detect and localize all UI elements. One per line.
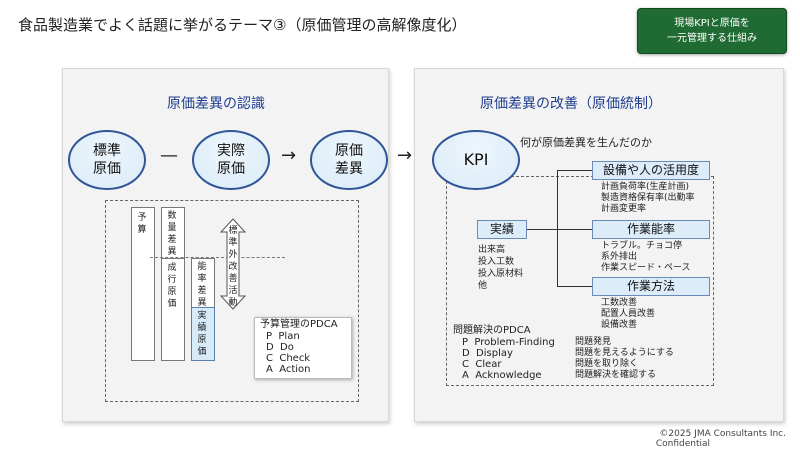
budget-pdca-item: C Check xyxy=(266,353,311,364)
category-item: 作業スピード・ペース xyxy=(601,263,691,273)
rate-variance-bar xyxy=(191,258,215,308)
problem-pdca-desc: 問題解決を確認する xyxy=(575,370,657,380)
theme-badge: 現場KPIと原価を 一元管理する仕組み xyxy=(637,8,787,54)
connector-line xyxy=(557,170,592,171)
results-item: 出来高 xyxy=(478,245,506,255)
problem-pdca-item: C Clear xyxy=(462,359,502,370)
theme-badge-text: 現場KPIと原価を 一元管理する仕組み xyxy=(667,18,757,44)
problem-pdca-title: 問題解決のPDCA xyxy=(453,325,531,336)
category-item: 配置人員改善 xyxy=(601,309,656,319)
category-item: 系外排出 xyxy=(601,252,638,262)
category-item: トラブル。チョコ停 xyxy=(601,241,683,251)
variance-improvement-panel xyxy=(414,68,784,422)
qty-variance-label: 数量差異 xyxy=(167,211,177,257)
budget-label: 予算 xyxy=(137,213,147,235)
standard-cost-oval: 標準 原価 xyxy=(68,130,146,190)
problem-pdca-item: D Display xyxy=(462,348,513,359)
cost-of-production-bar xyxy=(161,258,185,361)
copyright: ©2025 JMA Consultants Inc. xyxy=(659,429,786,439)
results-item: 投入原材料 xyxy=(478,269,524,279)
level-dashed-line xyxy=(150,257,285,258)
problem-pdca-desc: 問題発見 xyxy=(575,337,612,347)
category-item: 設備改善 xyxy=(601,320,638,330)
category-item: 製造資格保有率(出勤率 xyxy=(601,193,695,203)
results-item: 投入工数 xyxy=(478,257,515,267)
connector-line xyxy=(557,286,592,287)
budget-bar xyxy=(131,207,155,361)
connector-line xyxy=(527,229,557,230)
budget-pdca-item: A Action xyxy=(266,364,311,375)
cost-of-production-label: 成行原価 xyxy=(167,263,177,309)
double-arrow-icon xyxy=(220,218,246,310)
right-panel-title: 原価差異の改善（原価統制） xyxy=(480,96,662,112)
actual-cost-bar xyxy=(191,307,215,361)
left-panel-title: 原価差異の認識 xyxy=(167,96,265,112)
right-dashed-frame xyxy=(446,176,714,386)
confidential-label: Confidential xyxy=(655,439,710,449)
category-item: 計画負荷率(生産計画) xyxy=(601,182,690,192)
category-method: 作業方法 xyxy=(592,277,710,296)
rate-variance-label: 能率差異 xyxy=(197,262,207,308)
budget-pdca-title: 予算管理のPDCA xyxy=(260,319,338,330)
between-arrow-icon: → xyxy=(397,145,413,166)
kpi-oval: KPI xyxy=(432,130,520,190)
problem-pdca-desc: 問題を見えるようにする xyxy=(575,348,674,358)
arrow-right-icon: → xyxy=(281,145,297,166)
left-dashed-frame xyxy=(105,200,359,402)
kpi-question: 何が原価差異を生んだのか xyxy=(520,136,652,149)
category-item: 計画変更率 xyxy=(601,204,647,214)
budget-pdca-item: D Do xyxy=(266,342,294,353)
results-item: 他 xyxy=(478,281,488,291)
page-title: 食品製造業でよく話題に挙がるテーマ③（原価管理の高解像度化） xyxy=(18,16,467,34)
problem-pdca-desc: 問題を取り除く xyxy=(575,359,639,369)
budget-pdca-item: P Plan xyxy=(266,331,300,342)
results-box: 実績 xyxy=(477,220,527,239)
connector-line xyxy=(557,229,592,230)
outside-standard-label: 標準外改善活動 xyxy=(228,226,238,308)
category-item: 工数改善 xyxy=(601,298,638,308)
actual-cost-label: 実績原価 xyxy=(197,311,207,357)
problem-pdca-item: A Acknowledge xyxy=(462,370,542,381)
category-efficiency: 作業能率 xyxy=(592,220,710,239)
category-utilization: 設備や人の活用度 xyxy=(592,161,710,180)
actual-cost-oval: 実際 原価 xyxy=(192,130,270,190)
problem-pdca-item: P Problem-Finding xyxy=(462,337,555,348)
budget-pdca-box xyxy=(254,317,352,379)
minus-sign: — xyxy=(160,145,178,166)
cost-variance-oval: 原価 差異 xyxy=(310,130,388,190)
connector-line xyxy=(557,170,558,287)
